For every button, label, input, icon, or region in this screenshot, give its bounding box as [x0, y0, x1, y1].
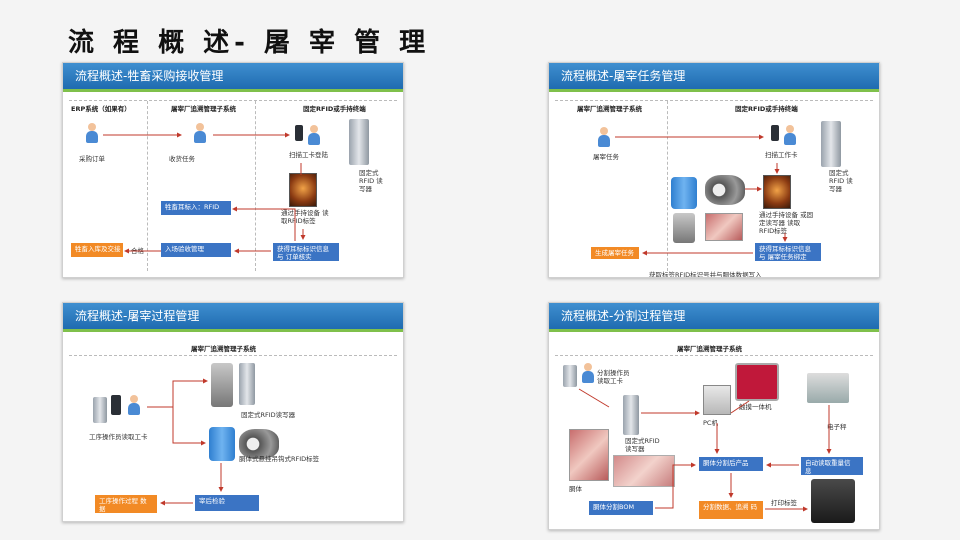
card-heading: 流程概述-分割过程管理 [549, 303, 879, 332]
handheld-read-label: 通过手持设备 读取RFID标签 [281, 209, 329, 225]
fixed-reader-icon [349, 119, 369, 165]
column-header-terminal: 固定RFID或手持终端 [735, 105, 798, 113]
card1-arrows [103, 132, 306, 254]
card-heading: 流程概述-牲畜采购接收管理 [63, 63, 403, 92]
box-tag-info: 牲畜耳标入：RFID [161, 201, 231, 215]
operator-icon [307, 125, 321, 145]
card-heading: 流程概述-屠宰任务管理 [549, 63, 879, 92]
receiver-icon [193, 123, 207, 143]
card3-arrows [147, 378, 224, 506]
rfid-barrel-icon [671, 177, 697, 209]
box-postmortem-check: 宰后检验 [195, 495, 259, 511]
hook-tag-icon [673, 213, 695, 243]
hook-tag-icon [211, 363, 233, 407]
fixed-reader-icon [239, 363, 255, 405]
card-slaughter-task: 流程概述-屠宰任务管理 屠宰厂追溯管理子系统 固定RFID或手持终端 屠宰任务 … [548, 62, 880, 278]
card-reader-icon [93, 397, 107, 423]
operator-icon [783, 125, 797, 145]
touch-label: 触摸一体机 [739, 403, 772, 411]
hook-tag-label: 胴体式悬挂吊钩式RFID标签 [239, 455, 320, 463]
handheld-icon [295, 125, 303, 141]
print-label-text: 打印标签 [771, 499, 797, 507]
worker-label: 分割操作员 读取工卡 [597, 369, 630, 385]
scan-card-label: 扫描工作卡 [765, 151, 798, 159]
scan-login-label: 扫描工卡登陆 [289, 151, 328, 159]
pig-photo [289, 173, 317, 207]
card-heading: 流程概述-屠宰过程管理 [63, 303, 403, 332]
handheld-icon [771, 125, 779, 141]
touch-screen-icon [735, 363, 779, 401]
label-printer-icon [811, 479, 855, 523]
handheld-icon [111, 395, 121, 415]
cuts-photo [613, 455, 675, 487]
box-bind: 获得耳标标识信息与 屠宰任务绑定 [755, 243, 821, 261]
fixed-reader-label: 固定式 RFID 读写器 [829, 169, 853, 193]
card-reader-icon [563, 365, 577, 387]
box-print-data: 分割数据、追溯 码 [699, 501, 763, 519]
receive-task-label: 收货任务 [169, 155, 195, 163]
pc-icon [703, 385, 731, 415]
fixed-reader-icon [623, 395, 639, 435]
pc-label: PC机 [703, 419, 718, 427]
box-bom: 胴体分割BOM [589, 501, 653, 515]
purchase-order-label: 采购订单 [79, 155, 105, 163]
box-receive: 入场验收管理 [161, 243, 231, 257]
card2-arrows [615, 134, 788, 256]
planner-icon [597, 127, 611, 147]
card-cutting-process: 流程概述-分割过程管理 屠宰厂追溯管理子系统 分割操作员 读取工卡 固定式RFI… [548, 302, 880, 530]
box-cut-product: 胴体分割后产品 [699, 457, 763, 471]
ear-tag-icon [705, 175, 745, 205]
box-stock: 牲畜入库及交接 [71, 243, 123, 257]
column-header-erp: ERP系统（如果有） [71, 105, 131, 113]
card-slaughter-process: 流程概述-屠宰过程管理 屠宰厂追溯管理子系统 工序操作员读取工卡 固定式RFID… [62, 302, 404, 522]
card4-arrows [578, 388, 832, 512]
operator-icon [581, 363, 595, 383]
column-header-trace: 屠宰厂追溯管理子系统 [171, 105, 236, 113]
page-title: 流 程 概 述- 屠 宰 管 理 [68, 28, 431, 58]
box-generate: 生成屠宰任务 [591, 247, 639, 259]
ear-tag-icon [239, 429, 279, 459]
card-purchase-receive: 流程概述-牲畜采购接收管理 ERP系统（如果有） 屠宰厂追溯管理子系统 固定RF… [62, 62, 404, 278]
box-auto-weight: 自动读取重量信 息 [801, 457, 863, 475]
pig-photo [763, 175, 791, 209]
create-task-label: 屠宰任务 [593, 153, 619, 161]
fixed-reader-label: 固定式RFID读写器 [241, 411, 296, 419]
column-header-trace: 屠宰厂追溯管理子系统 [677, 345, 742, 353]
handheld-read-label: 通过手持设备 或固定读写器 读取RFID标签 [759, 211, 814, 235]
column-header-trace: 屠宰厂追溯管理子系统 [191, 345, 256, 353]
meat-icon [705, 213, 743, 241]
operator-icon [127, 395, 141, 415]
erp-user-icon [85, 123, 99, 143]
box-process-data: 工序操作过程 数据 [95, 495, 157, 513]
carcass-label: 胴体 [569, 485, 582, 493]
fixed-reader-label: 固定式RFID 读写器 [625, 437, 660, 453]
fixed-reader-icon [821, 121, 841, 167]
footnote: 获取标签RFID标识号并与胴体数据写入 [649, 271, 762, 278]
column-header-trace: 屠宰厂追溯管理子系统 [577, 105, 642, 113]
column-header-terminal: 固定RFID或手持终端 [303, 105, 366, 113]
scale-icon [807, 373, 849, 403]
scale-label: 电子秤 [827, 423, 847, 431]
box-upload: 获得耳标标识信息与 订单核实 [273, 243, 339, 261]
fixed-reader-label: 固定式 RFID 读写器 [359, 169, 383, 193]
carcass-photo [569, 429, 609, 481]
worker-label: 工序操作员读取工卡 [89, 433, 148, 441]
rfid-barrel-icon [209, 427, 235, 461]
